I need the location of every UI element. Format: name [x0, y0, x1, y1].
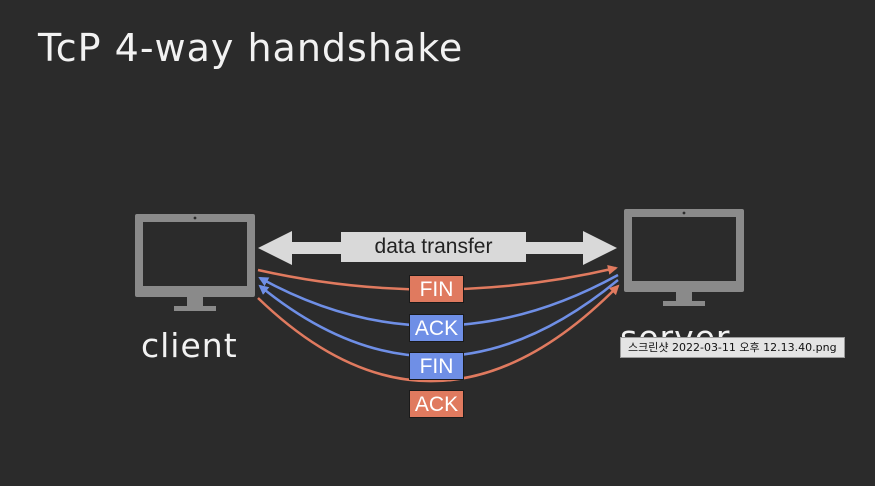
client-label: client	[141, 326, 238, 365]
client-monitor-icon	[135, 214, 255, 311]
fin-message-box: FIN	[409, 275, 464, 303]
ack-message-box: ACK	[409, 314, 464, 342]
filename-tooltip: 스크린샷 2022-03-11 오후 12.13.40.png	[620, 337, 845, 358]
ack-client-to-server-arrow	[257, 284, 620, 383]
server-monitor-icon	[624, 209, 744, 306]
ack-message-box: ACK	[409, 390, 464, 418]
fin-message-box: FIN	[409, 352, 464, 380]
data-transfer-label: data transfer	[341, 232, 526, 262]
diagram-title: TcP 4-way handshake	[38, 26, 464, 70]
